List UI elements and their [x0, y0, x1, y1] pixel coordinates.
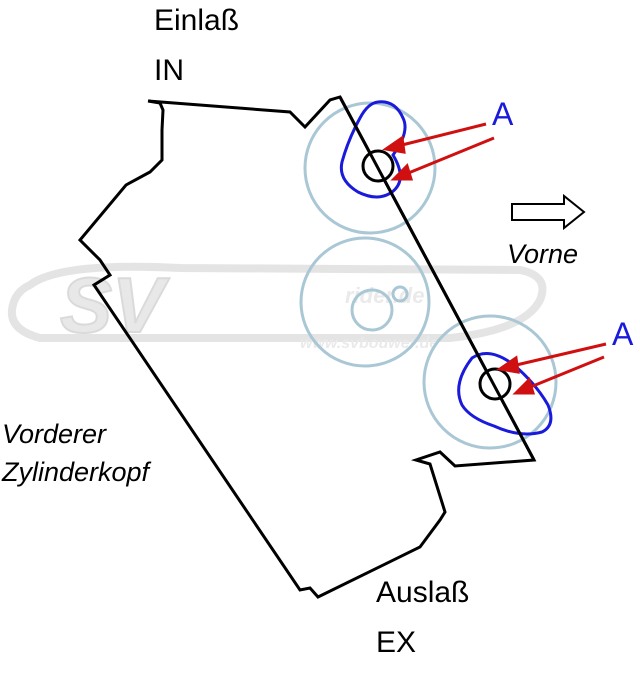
- intake-cam-lobe: [339, 100, 407, 199]
- cam-axis-line: [338, 96, 536, 461]
- gear-train: [299, 101, 558, 450]
- watermark: SV rider.de www.svbouwer.de: [7, 260, 547, 352]
- intake-cam-gear: [303, 101, 437, 235]
- idler-gear-inner: [350, 288, 394, 332]
- exhaust-label-de: Auslaß: [376, 576, 470, 609]
- marker-label-top: A: [492, 96, 514, 132]
- idler-gear-dot: [391, 285, 409, 303]
- intake-label-de: Einlaß: [154, 4, 240, 37]
- arrow-a-bottom-1-head: [496, 355, 520, 374]
- arrow-a-bottom-2: [527, 355, 605, 390]
- front-label: Vorne: [507, 239, 579, 269]
- idler-gear: [299, 236, 431, 368]
- right-arrow-icon: [511, 193, 586, 231]
- head-label-line2: Zylinderkopf: [2, 457, 150, 487]
- arrow-a-bottom-2-head: [512, 377, 536, 395]
- arrow-a-top-1: [397, 122, 487, 148]
- watermark-swoosh: [7, 262, 547, 342]
- arrow-a-top-2: [405, 136, 495, 176]
- exhaust-label-en: EX: [376, 626, 417, 659]
- arrow-a-top-2-head: [390, 163, 414, 181]
- marker-arrows: [382, 122, 607, 395]
- watermark-logo: SV: [60, 261, 170, 349]
- head-label-line1: Vorderer: [2, 419, 107, 449]
- arrow-a-top-1-head: [382, 135, 406, 154]
- watermark-domain: www.svbouwer.de: [300, 335, 438, 352]
- exhaust-cam-gear: [422, 314, 558, 450]
- intake-label-en: IN: [154, 54, 184, 87]
- marker-label-bottom: A: [612, 316, 634, 352]
- arrow-a-bottom-1: [511, 342, 607, 368]
